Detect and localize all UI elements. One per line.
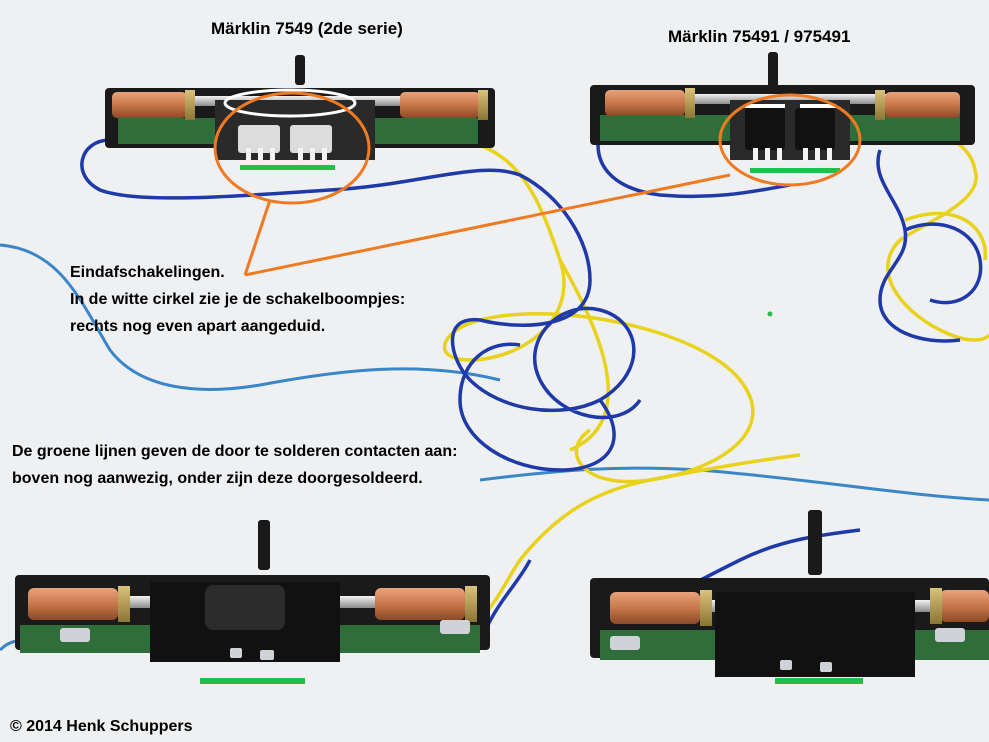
note-line-3: rechts nog even apart aangeduid. [70,318,326,335]
module-bottom-right [590,510,989,684]
contact-line-bottom-left [200,678,305,684]
label-left-module: Märklin 7549 (2de serie) [211,19,403,38]
white-mark-left [745,104,785,108]
note-line-4: De groene lijnen geven de door te solder… [12,443,458,460]
contact-line-bottom-right [775,678,863,684]
wire-yellow [442,130,989,632]
orange-circle-top-left [213,91,371,205]
copyright-text: © 2014 Henk Schuppers [10,718,193,735]
contact-line-top-left [240,165,335,170]
module-top-left [105,55,495,205]
orange-circle-top-right [718,93,862,187]
wire-lightblue-right [479,466,989,502]
module-top-right [590,52,975,187]
note-line-5: boven nog aanwezig, onder zijn deze door… [12,470,423,487]
green-dot [767,311,773,317]
contact-line-top-right [750,168,840,173]
module-bottom-left [15,520,490,684]
orange-pointer-lines [243,173,731,277]
note-line-1: Eindafschakelingen. [70,264,225,281]
white-mark-right [800,104,836,108]
note-line-2: In de witte cirkel zie je de schakelboom… [70,291,406,308]
white-circle-top-left [223,88,357,118]
label-right-module: Märklin 75491 / 975491 [668,27,851,46]
